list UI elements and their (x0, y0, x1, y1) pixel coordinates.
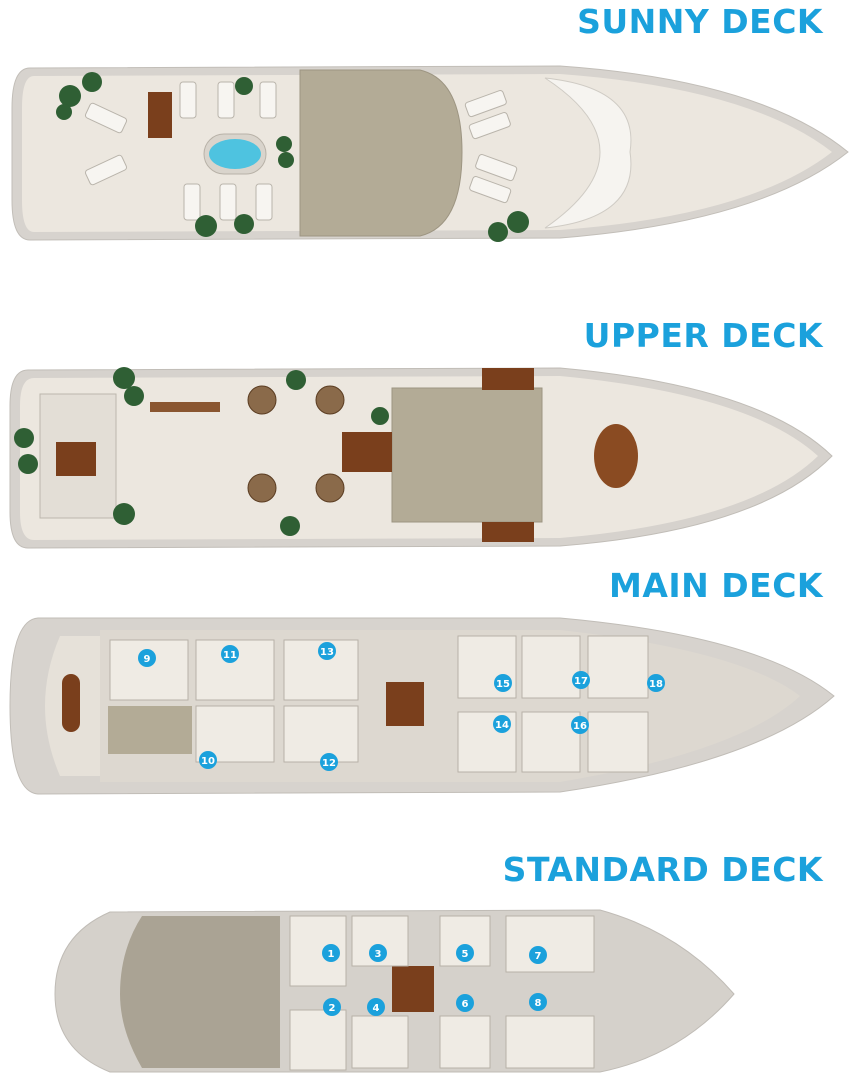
main-deck-cabin-walls (109, 635, 649, 773)
standard-deck-plan (54, 909, 735, 1073)
cabin-badge[interactable]: 17 (572, 671, 590, 689)
cabin-number: 10 (201, 756, 215, 767)
cabin-badge[interactable]: 3 (369, 944, 387, 962)
cabin-number: 17 (574, 676, 588, 687)
cabin-number: 12 (322, 758, 336, 769)
cabin-badge[interactable]: 1 (322, 944, 340, 962)
cabin-badge[interactable]: 18 (647, 674, 665, 692)
cabin-badge[interactable]: 11 (221, 645, 239, 663)
cabin-number: 14 (495, 720, 509, 731)
cabin-number: 11 (223, 650, 237, 661)
upper-deck-section: UPPER DECK (0, 316, 857, 556)
cabin-number: 1 (328, 949, 335, 960)
cabin-badge[interactable]: 13 (318, 642, 336, 660)
upper-deck-bar (150, 402, 220, 412)
cabin-number: 8 (535, 998, 542, 1009)
main-deck-stern-seat (62, 674, 80, 732)
cabin-number: 4 (373, 1003, 380, 1014)
standard-deck-tank-area (120, 916, 280, 1068)
cabin-badge[interactable]: 4 (367, 998, 385, 1016)
standard-deck-stairs (392, 966, 434, 1012)
cabin-number: 18 (649, 679, 663, 690)
main-deck-title: MAIN DECK (609, 566, 823, 605)
upper-deck-lounge-block (391, 387, 543, 523)
upper-deck-round-tables (247, 385, 345, 503)
cabin-number: 15 (496, 679, 510, 690)
main-deck-central-stairs (386, 682, 424, 726)
sunny-deck-plants (56, 72, 529, 242)
sunny-deck-section: SUNNY DECK (0, 0, 857, 260)
cabin-number: 5 (462, 949, 469, 960)
cabin-badge[interactable]: 8 (529, 993, 547, 1011)
sunny-deck-title: SUNNY DECK (577, 2, 823, 41)
standard-deck-title: STANDARD DECK (502, 850, 823, 889)
cabin-badge[interactable]: 7 (529, 946, 547, 964)
main-deck-cabin-badges: 9 10 11 12 13 14 15 16 17 18 (138, 642, 665, 771)
standard-deck-section: STANDARD DECK 1 2 3 4 5 6 7 8 (0, 850, 857, 1075)
main-deck-saloon (108, 706, 192, 754)
sunny-deck-windshield (544, 77, 632, 229)
cabin-badge[interactable]: 6 (456, 994, 474, 1012)
sunbed-group (84, 81, 518, 221)
sunny-deck-stairs (148, 92, 172, 138)
main-deck-section: MAIN DECK 9 10 11 12 13 14 15 16 17 18 (0, 566, 857, 806)
cabin-number: 2 (329, 1003, 336, 1014)
sunny-deck-lounge-area (299, 69, 463, 237)
cabin-number: 13 (320, 647, 334, 658)
cabin-number: 6 (462, 999, 469, 1010)
cabin-badge[interactable]: 16 (571, 716, 589, 734)
standard-deck-cabin-badges: 1 2 3 4 5 6 7 8 (322, 944, 547, 1016)
upper-deck-dining-table (594, 424, 638, 488)
cabin-badge[interactable]: 2 (323, 998, 341, 1016)
jacuzzi-water (209, 139, 261, 169)
standard-deck-cabin-walls (289, 915, 595, 1071)
cabin-badge[interactable]: 15 (494, 674, 512, 692)
upper-deck-stairs-bottom (482, 522, 534, 542)
main-deck-plan (9, 617, 835, 795)
upper-deck-title: UPPER DECK (583, 316, 823, 355)
upper-deck-stairs (56, 442, 96, 476)
cabin-badge[interactable]: 5 (456, 944, 474, 962)
sunny-deck-plan (11, 65, 849, 242)
upper-deck-plants (14, 367, 389, 536)
upper-deck-stairs-mid (342, 432, 392, 472)
cabin-badge[interactable]: 9 (138, 649, 156, 667)
cabin-badge[interactable]: 14 (493, 715, 511, 733)
cabin-number: 7 (535, 951, 542, 962)
cabin-number: 9 (144, 654, 151, 665)
cabin-number: 16 (573, 721, 587, 732)
cabin-number: 3 (375, 949, 382, 960)
cabin-badge[interactable]: 12 (320, 753, 338, 771)
upper-deck-plan (9, 367, 833, 549)
upper-deck-stairs-top (482, 368, 534, 390)
cabin-badge[interactable]: 10 (199, 751, 217, 769)
